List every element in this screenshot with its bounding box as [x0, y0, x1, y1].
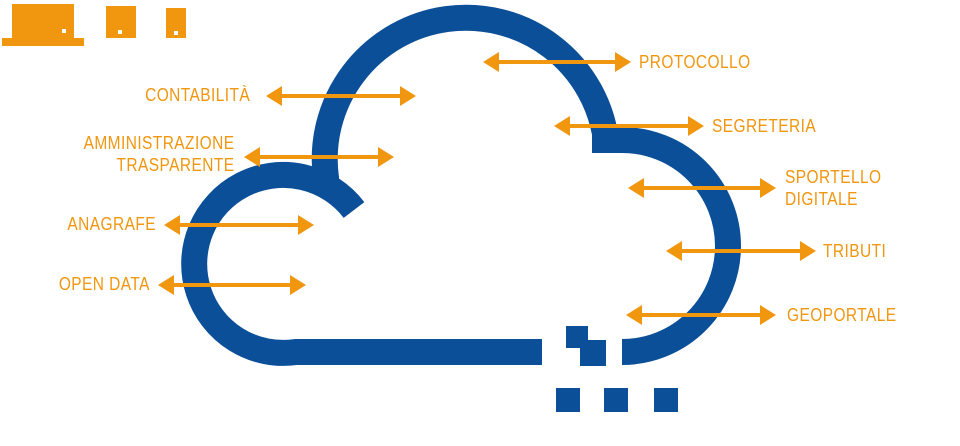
label-open-data: OPEN DATA: [58, 274, 150, 294]
cloud-left-arc: [181, 162, 542, 366]
connection-arrows: [158, 52, 816, 325]
arrow-tributi: [666, 241, 816, 261]
cloud-big-arc: [311, 4, 619, 180]
laptop-icon: [2, 4, 84, 46]
data-block: [654, 388, 678, 412]
label-contabilita: CONTABILITÀ: [144, 85, 250, 105]
cloud-right-arc: [592, 127, 741, 365]
label-geoportale: GEOPORTALE: [787, 305, 897, 325]
arrow-geoportale: [626, 305, 776, 325]
arrow-segreteria: [554, 116, 704, 136]
smartphone-icon: [166, 8, 186, 38]
arrow-contabilita: [266, 86, 416, 106]
label-amministrazione-trasparente: AMMINISTRAZIONE TRASPARENTE: [84, 133, 235, 175]
arrow-open-data: [158, 275, 306, 295]
label-protocollo: PROTOCOLLO: [639, 52, 751, 72]
cloud-outline: [181, 4, 741, 366]
label-sportello-digitale: SPORTELLO DIGITALE: [785, 167, 882, 209]
data-blocks: [556, 326, 678, 412]
data-block: [604, 388, 628, 412]
arrow-amministrazione-trasparente: [244, 147, 394, 167]
tablet-icon: [106, 6, 136, 38]
data-block: [556, 388, 580, 412]
arrow-sportello-digitale: [628, 178, 776, 198]
label-segreteria: SEGRETERIA: [712, 116, 817, 136]
label-tributi: TRIBUTI: [823, 241, 887, 261]
label-anagrafe: ANAGRAFE: [67, 214, 156, 234]
data-block: [580, 340, 606, 366]
arrow-anagrafe: [164, 215, 314, 235]
arrow-protocollo: [483, 52, 631, 72]
